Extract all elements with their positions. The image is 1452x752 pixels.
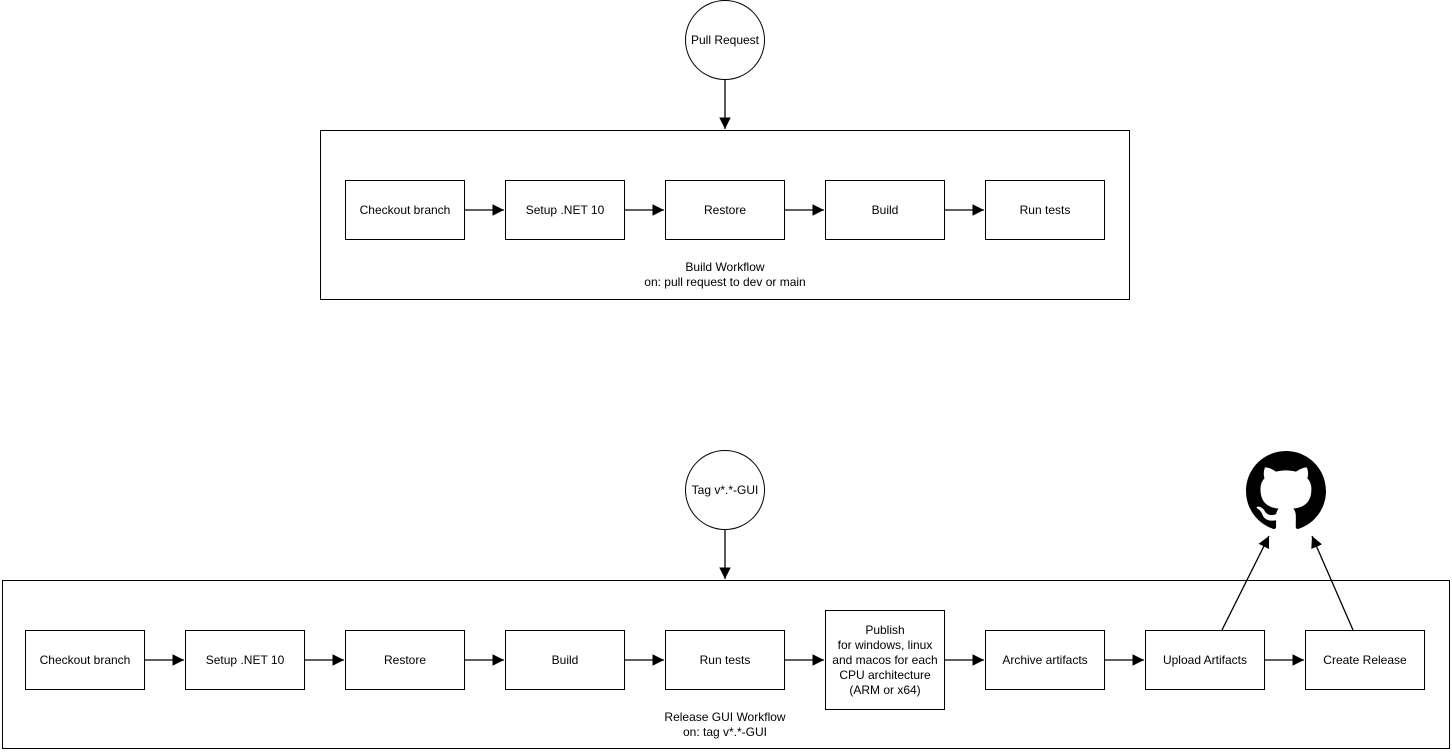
trigger-pull-request-label: Pull Request xyxy=(690,33,760,47)
node-label: Build xyxy=(871,202,899,217)
node-label: Publish for windows, linux and macos for… xyxy=(832,622,938,697)
node-label: Restore xyxy=(703,202,747,217)
release-workflow-subtitle: on: tag v*.*-GUI xyxy=(682,725,768,739)
node-label: Create Release xyxy=(1323,652,1407,667)
release-node-setup-dotnet: Setup .NET 10 xyxy=(185,630,305,690)
release-node-restore: Restore xyxy=(345,630,465,690)
node-label: Upload Artifacts xyxy=(1162,652,1248,667)
trigger-tag-gui: Tag v*.*-GUI xyxy=(685,450,765,530)
release-node-publish: Publish for windows, linux and macos for… xyxy=(825,610,945,710)
release-workflow-title: Release GUI Workflow xyxy=(664,710,786,724)
release-node-build: Build xyxy=(505,630,625,690)
node-label: Run tests xyxy=(1019,202,1071,217)
build-workflow-title: Build Workflow xyxy=(685,260,765,274)
node-label: Restore xyxy=(383,652,427,667)
github-icon xyxy=(1246,450,1326,530)
node-label: Setup .NET 10 xyxy=(525,202,605,217)
build-node-restore: Restore xyxy=(665,180,785,240)
release-workflow-caption: Release GUI Workflow on: tag v*.*-GUI xyxy=(525,710,925,740)
release-node-create-release: Create Release xyxy=(1305,630,1425,690)
node-label: Setup .NET 10 xyxy=(205,652,285,667)
node-label: Build xyxy=(551,652,579,667)
build-node-run-tests: Run tests xyxy=(985,180,1105,240)
node-label: Archive artifacts xyxy=(1002,652,1088,667)
build-workflow-subtitle: on: pull request to dev or main xyxy=(644,275,806,289)
release-node-upload-artifacts: Upload Artifacts xyxy=(1145,630,1265,690)
node-label: Run tests xyxy=(699,652,751,667)
build-node-setup-dotnet: Setup .NET 10 xyxy=(505,180,625,240)
release-node-checkout-branch: Checkout branch xyxy=(25,630,145,690)
build-workflow-caption: Build Workflow on: pull request to dev o… xyxy=(525,260,925,290)
release-node-run-tests: Run tests xyxy=(665,630,785,690)
release-node-archive-artifacts: Archive artifacts xyxy=(985,630,1105,690)
build-node-checkout-branch: Checkout branch xyxy=(345,180,465,240)
trigger-tag-gui-label: Tag v*.*-GUI xyxy=(691,483,759,497)
build-node-build: Build xyxy=(825,180,945,240)
node-label: Checkout branch xyxy=(39,652,131,667)
node-label: Checkout branch xyxy=(359,202,451,217)
trigger-pull-request: Pull Request xyxy=(685,0,765,80)
